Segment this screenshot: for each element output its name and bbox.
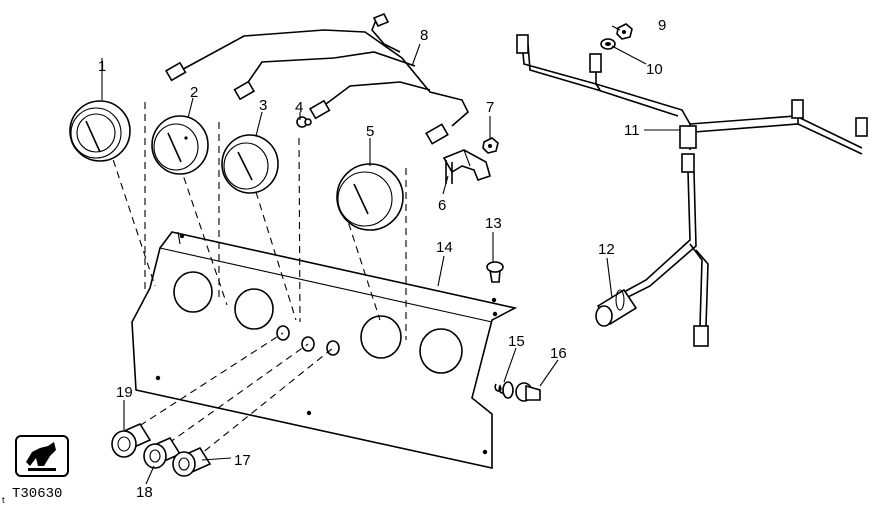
panel-hole <box>360 315 402 359</box>
sender-12 <box>595 288 638 327</box>
lamp-wiring-harness <box>164 12 469 145</box>
callout-6: 6 <box>438 197 446 214</box>
washer-10 <box>600 38 616 50</box>
nut-9 <box>616 23 633 40</box>
panel-hole <box>234 288 274 330</box>
callout-7: 7 <box>486 99 494 116</box>
drawing-code: T30630 <box>12 486 62 502</box>
gauge-5 <box>336 163 404 231</box>
callout-12: 12 <box>598 241 615 258</box>
callout-2: 2 <box>190 84 198 101</box>
panel-hole <box>419 328 463 374</box>
wiring-harness-11 <box>516 34 868 347</box>
instrument-panel <box>131 231 518 469</box>
callout-15: 15 <box>508 333 525 350</box>
callout-14: 14 <box>436 239 453 256</box>
leader-lines <box>101 25 680 485</box>
callout-1: 1 <box>98 58 106 75</box>
callout-labels: 1 2 3 4 5 6 7 8 9 10 11 12 13 14 15 16 1… <box>98 17 666 501</box>
callout-13: 13 <box>485 215 502 232</box>
callout-5: 5 <box>366 123 374 140</box>
callout-11: 11 <box>624 122 640 139</box>
indicator-lamp-17 <box>172 446 212 477</box>
indicator-lamp-18 <box>143 436 182 469</box>
gauge-2 <box>151 115 209 175</box>
callout-19: 19 <box>116 384 133 401</box>
nut-7 <box>482 137 499 154</box>
callout-8: 8 <box>420 27 428 44</box>
screw-13 <box>486 261 504 283</box>
spring-15 <box>494 381 514 399</box>
callout-10: 10 <box>646 61 663 78</box>
gauge-3 <box>221 134 279 194</box>
callout-3: 3 <box>259 97 267 114</box>
callout-17: 17 <box>234 452 251 469</box>
indicator-lamp-19 <box>111 422 152 458</box>
callout-9: 9 <box>658 17 666 34</box>
socket-4 <box>296 116 312 128</box>
manufacturer-logo <box>15 435 69 477</box>
gauge-1 <box>69 100 131 162</box>
callout-18: 18 <box>136 484 153 501</box>
bracket-6 <box>442 149 491 184</box>
bulb-16 <box>515 382 541 402</box>
corner-mark: t <box>2 495 5 505</box>
alignment-lines <box>101 102 407 467</box>
panel-hole <box>173 271 213 313</box>
callout-16: 16 <box>550 345 567 362</box>
callout-4: 4 <box>295 99 303 116</box>
